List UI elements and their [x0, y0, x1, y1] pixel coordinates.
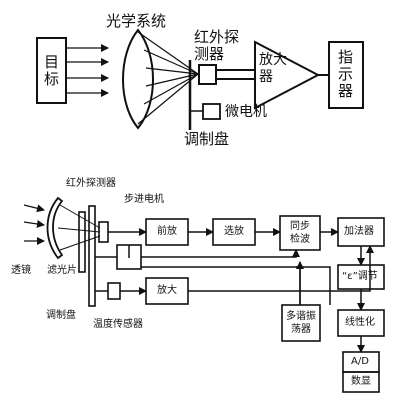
- sync-detect-label: 同步检波: [290, 221, 310, 245]
- amplifier-triangle: [254, 40, 321, 110]
- bottom-lens: [46, 196, 64, 260]
- top-diagram: [36, 28, 364, 130]
- micro-motor-box: [202, 103, 221, 120]
- top-chopper-label: 调制盘: [184, 130, 230, 148]
- optics-lens: [122, 28, 154, 130]
- bottom-ir-detector-label: 红外探测器: [66, 178, 116, 189]
- micro-motor-label: 微电机: [225, 104, 267, 120]
- incoming-rays: [23, 204, 45, 245]
- top-ir-detector-label: 红外探测器: [194, 28, 240, 63]
- display-box: [342, 371, 380, 393]
- adder-label: 加法器: [344, 226, 374, 237]
- optics-label: 光学系统: [106, 12, 167, 30]
- bottom-diagram: [23, 196, 385, 393]
- preamp-label: 前放: [157, 226, 177, 237]
- chopper-plate: [88, 205, 96, 307]
- indicator-label: 指示器: [336, 49, 354, 100]
- temp-sensor-box: [107, 282, 121, 300]
- multi-harmonic-box: [281, 304, 321, 342]
- adc-label: A/D: [351, 356, 369, 367]
- bottom-ir-detector: [98, 221, 109, 243]
- chopper-label: 调制盘: [46, 310, 76, 321]
- lens-label: 透镜: [11, 265, 31, 276]
- sync-detect-box: [279, 215, 321, 251]
- linearize-label: 线性化: [345, 317, 375, 328]
- target-rays: [66, 44, 109, 97]
- indicator-box: [328, 41, 364, 109]
- amp-label: 放大: [157, 285, 177, 296]
- epsilon-adjust-label: “ε”调节: [342, 271, 378, 282]
- display-label: 数显: [351, 376, 371, 387]
- filter-label: 滤光片: [47, 265, 77, 276]
- amplifier-label: 放大器: [259, 52, 287, 85]
- target-label: 目标: [42, 54, 60, 88]
- target-box: [36, 37, 67, 104]
- temp-sensor-label: 温度传感器: [93, 319, 143, 330]
- stepper-motor-label: 步进电机: [124, 194, 164, 205]
- top-ir-detector: [198, 64, 217, 85]
- selective-amp-label: 选放: [224, 226, 244, 237]
- multi-harmonic-label: 多谐振荡器: [286, 311, 316, 335]
- filter-plate: [78, 211, 86, 273]
